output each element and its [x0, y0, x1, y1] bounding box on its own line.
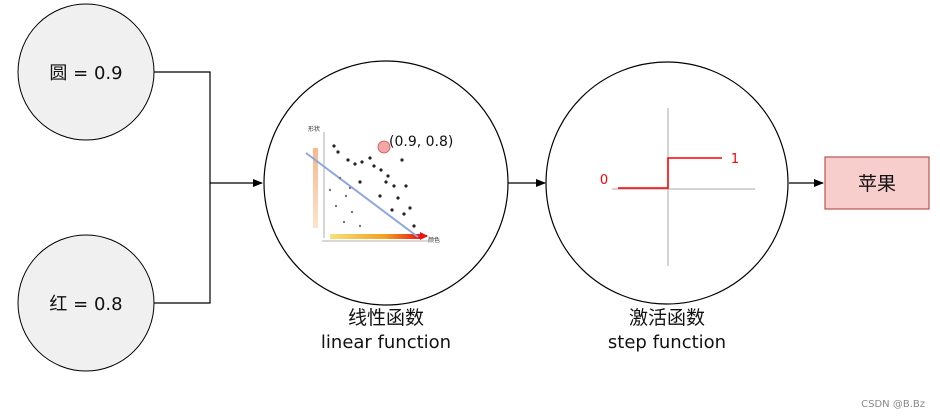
linear-title-en: linear function: [321, 332, 451, 353]
input-node-round: 圆 = 0.9: [17, 3, 155, 141]
x-axis-gradient: [330, 234, 422, 239]
y-axis-label: 形状: [308, 125, 320, 133]
activation-title-cn: 激活函数: [629, 307, 705, 329]
y-axis-gradient: [313, 148, 318, 228]
activation-title-en: step function: [608, 332, 726, 353]
input-round-label: 圆 = 0.9: [49, 63, 122, 84]
regression-line: [305, 152, 419, 238]
x-axis-label: 颜色: [428, 236, 440, 244]
watermark-text: CSDN @B.Bz: [861, 399, 925, 410]
step-curve: [618, 157, 722, 189]
input-node-red: 红 = 0.8: [17, 234, 155, 372]
input-connectors: [154, 71, 263, 304]
step-low-label: 0: [600, 173, 608, 188]
scatter-chart: 形状 颜色 (0.9: [305, 125, 453, 244]
output-label: 苹果: [858, 173, 896, 195]
data-points: [328, 144, 416, 228]
highlight-point: [377, 140, 391, 154]
activation-function-node: 0 1: [545, 61, 789, 305]
linear-title-cn: 线性函数: [348, 307, 424, 329]
output-box: 苹果: [824, 156, 930, 210]
linear-function-node: 形状 颜色 (0.9: [263, 60, 509, 306]
point-label: (0.9, 0.8): [389, 134, 453, 150]
step-high-label: 1: [731, 152, 739, 167]
input-red-label: 红 = 0.8: [49, 294, 122, 315]
